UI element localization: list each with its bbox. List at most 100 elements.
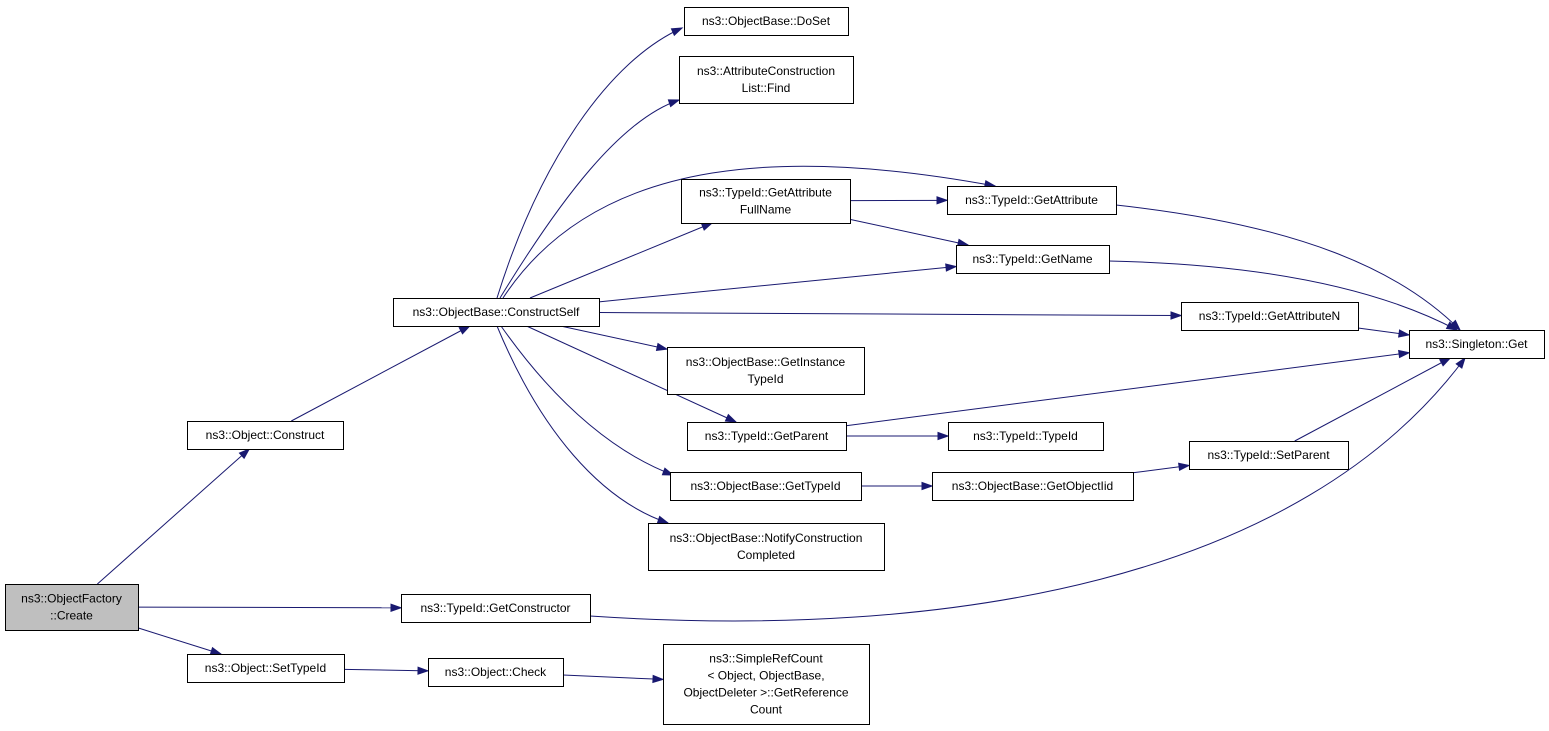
edge-create-to-construct [97,448,250,585]
edge-constructself-to-getname-arrowhead [945,263,958,272]
edge-constructself-to-notify [496,325,669,524]
edge-getattrfullname-to-getname [849,218,969,246]
node-box-setparent [1189,441,1349,470]
node-box-construct [187,421,344,450]
edge-settypeid-to-check-arrowhead [417,666,430,675]
node-label-notify-1: Completed [737,548,795,562]
edge-create-to-construct-arrowhead [238,447,251,460]
node-notify[interactable]: ns3::ObjectBase::NotifyConstructionCompl… [648,523,885,571]
node-check[interactable]: ns3::Object::Check [428,658,564,687]
node-label-getname-0: ns3::TypeId::GetName [972,252,1092,266]
edge-constructself-to-find [499,99,680,299]
node-box-getname [956,245,1110,274]
node-box-notify [648,523,885,571]
node-box-constructself [393,298,600,327]
node-box-getparent [687,422,847,451]
node-label-construct-0: ns3::Object::Construct [206,428,325,442]
node-label-find-1: List::Find [742,81,791,95]
node-box-typeidctor [948,422,1104,451]
node-label-gettypeid-0: ns3::ObjectBase::GetTypeId [690,479,840,493]
node-getattributen[interactable]: ns3::TypeId::GetAttributeN [1181,302,1359,331]
edge-getname-to-singletonget [1108,260,1458,331]
node-getname[interactable]: ns3::TypeId::GetName [956,245,1110,274]
edge-constructself-to-getinstancetypeid [560,325,668,350]
edge-constructself-to-notify-arrowhead [656,515,670,524]
node-box-getattributen [1181,302,1359,331]
edge-constructself-to-gettypeid [500,325,674,476]
edge-getattribute-to-singletonget [1115,204,1461,331]
edge-getobjectiid-to-setparent-arrowhead [1178,462,1191,471]
edge-getname-to-singletonget-arrowhead [1445,321,1459,331]
node-create[interactable]: ns3::ObjectFactory::Create [5,584,139,631]
edge-getconstructor-to-singletonget-arrowhead [1455,356,1466,369]
node-box-create [5,584,139,631]
node-box-doset [684,7,849,36]
edge-check-to-refcount [562,674,664,680]
node-box-refcount [663,644,870,725]
edge-getparent-to-singletonget [845,352,1410,427]
node-settypeid[interactable]: ns3::Object::SetTypeId [187,654,345,683]
node-label-getobjectiid-0: ns3::ObjectBase::GetObjectIid [952,479,1113,493]
node-label-refcount-0: ns3::SimpleRefCount [709,652,823,666]
node-getparent[interactable]: ns3::TypeId::GetParent [687,422,847,451]
edge-constructself-to-getattrfullname [529,222,713,299]
node-getconstructor[interactable]: ns3::TypeId::GetConstructor [401,594,591,623]
node-box-getattrfullname [681,179,851,224]
node-label-singletonget-0: ns3::Singleton::Get [1425,337,1528,351]
edge-construct-to-constructself-arrowhead [458,325,472,335]
node-label-setparent-0: ns3::TypeId::SetParent [1207,448,1330,462]
edge-getparent-to-singletonget-arrowhead [1398,349,1411,359]
node-getattribute[interactable]: ns3::TypeId::GetAttribute [947,186,1117,215]
edge-constructself-to-getattributen-arrowhead [1170,311,1183,320]
edge-constructself-to-getparent [526,325,737,423]
node-label-getinstancetypeid-0: ns3::ObjectBase::GetInstance [686,355,846,369]
node-doset[interactable]: ns3::ObjectBase::DoSet [684,7,849,36]
edge-constructself-to-doset-arrowhead [670,27,684,37]
node-label-refcount-3: Count [750,703,783,717]
edge-setparent-to-singletonget-arrowhead [1439,357,1452,367]
node-box-getattribute [947,186,1117,215]
node-label-check-0: ns3::Object::Check [445,665,547,679]
node-label-refcount-2: ObjectDeleter >::GetReference [683,686,848,700]
edge-getparent-to-typeidctor-arrowhead [937,431,950,441]
node-refcount[interactable]: ns3::SimpleRefCount< Object, ObjectBase,… [663,644,870,725]
node-label-getattrfullname-1: FullName [740,203,792,217]
edge-getconstructor-to-singletonget [589,357,1466,622]
edge-check-to-refcount-arrowhead [652,674,665,684]
node-box-getinstancetypeid [667,347,865,395]
node-box-getconstructor [401,594,591,623]
node-gettypeid[interactable]: ns3::ObjectBase::GetTypeId [670,472,862,501]
node-singletonget[interactable]: ns3::Singleton::Get [1409,330,1545,359]
edge-constructself-to-getattributen [598,312,1182,317]
node-label-notify-0: ns3::ObjectBase::NotifyConstruction [670,531,863,545]
edge-create-to-getconstructor-arrowhead [390,603,403,612]
node-box-getobjectiid [932,472,1134,501]
call-nodes: ns3::ObjectFactory::Createns3::Object::C… [5,7,1545,725]
node-typeidctor[interactable]: ns3::TypeId::TypeId [948,422,1104,451]
edge-constructself-to-getattrfullname-arrowhead [700,222,714,231]
node-label-getattribute-0: ns3::TypeId::GetAttribute [965,193,1098,207]
node-construct[interactable]: ns3::Object::Construct [187,421,344,450]
edge-constructself-to-doset [496,27,683,299]
edge-getattrfullname-to-getattribute-arrowhead [936,196,949,205]
edge-create-to-settypeid-arrowhead [209,646,223,655]
node-box-gettypeid [670,472,862,501]
edge-constructself-to-getparent-arrowhead [724,413,738,423]
edge-setparent-to-singletonget [1294,357,1451,442]
node-box-singletonget [1409,330,1545,359]
node-getobjectiid[interactable]: ns3::ObjectBase::GetObjectIid [932,472,1134,501]
node-setparent[interactable]: ns3::TypeId::SetParent [1189,441,1349,470]
edge-create-to-settypeid [137,627,222,655]
node-constructself[interactable]: ns3::ObjectBase::ConstructSelf [393,298,600,327]
node-box-check [428,658,564,687]
node-label-create-1: ::Create [50,609,93,623]
node-label-getconstructor-0: ns3::TypeId::GetConstructor [420,601,570,615]
node-label-getattributen-0: ns3::TypeId::GetAttributeN [1199,309,1340,323]
edge-create-to-getconstructor [137,606,402,609]
edge-constructself-to-getattribute [502,165,996,299]
node-label-getparent-0: ns3::TypeId::GetParent [705,429,829,443]
